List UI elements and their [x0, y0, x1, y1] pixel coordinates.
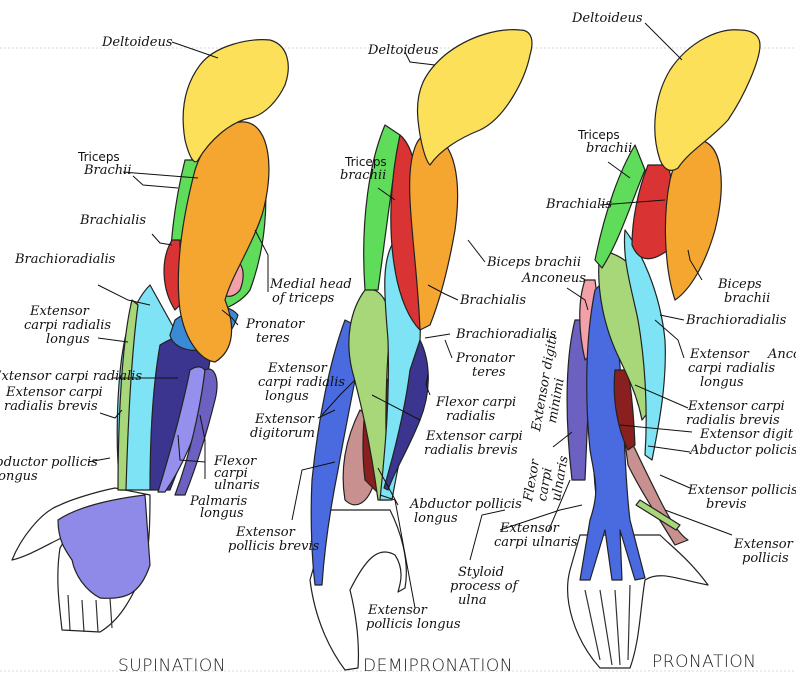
label-extensor-pollicis-3: Extensor: [734, 537, 793, 552]
label-styloid: Styloid: [458, 565, 504, 580]
arm-supination: [11, 39, 289, 633]
hand-demipronation: [309, 509, 407, 671]
label-extensor-pollicis-longus-1: Extensor: [368, 603, 427, 618]
label-brachioradialis-2: Brachioradialis: [456, 327, 557, 342]
label-flexor: Flexor: [214, 454, 257, 469]
label-longus-2: longus: [265, 389, 309, 404]
brachioradialis-pronation: [623, 229, 666, 461]
label-abductor-longus: longus: [0, 469, 38, 484]
label-pronator-2: Pronator: [456, 351, 515, 366]
label-deltoideus: Deltoideus: [102, 35, 173, 50]
label-ulnaris: ulnaris: [214, 478, 260, 493]
label-radialis-2: radialis: [446, 409, 496, 424]
label-brachioradialis: Brachioradialis: [15, 252, 116, 267]
deltoid-supination: [182, 39, 289, 163]
label-abductor-pollicis: Abductor pollicis: [0, 455, 98, 470]
biceps-pronation: [664, 139, 722, 301]
abductor-pronation: [621, 419, 689, 546]
label-process-of: process of: [450, 579, 518, 594]
label-carpi: carpi: [214, 466, 248, 481]
label-radialis-brevis-3: radialis brevis: [686, 413, 780, 428]
label-teres-2: teres: [472, 365, 506, 380]
label-extensor: Extensor: [30, 304, 89, 319]
label-radialis-brevis-2: radialis brevis: [424, 443, 518, 458]
extensor-brevis-pronation: [613, 369, 636, 451]
label-of-triceps: of triceps: [272, 291, 335, 306]
palmar-aponeurosis: [57, 494, 151, 599]
label-extensor-carpi: Extensor carpi: [6, 385, 103, 400]
label-brachialis-2: Brachialis: [460, 293, 527, 308]
label-pronator: Pronator: [246, 317, 305, 332]
view-title-pronation: PRONATION: [652, 652, 757, 672]
label-pollicis-3: pollicis: [742, 551, 789, 566]
label-abductor-pollicis-2: Abductor pollicis: [410, 497, 522, 512]
label-longus: longus: [46, 332, 90, 347]
extensor-digitorum-demipronation: [310, 319, 366, 586]
leader-lines: [87, 22, 733, 609]
label-extensor-carpi-ulnaris-1: Extensor: [500, 521, 559, 536]
label-triceps-3: Triceps: [578, 128, 620, 142]
label-brachii-3b: brachii: [724, 291, 771, 306]
deltoid-pronation: [654, 29, 761, 171]
label-abductor-policis: Abductor policis lo: [690, 443, 796, 458]
label-carpi-radialis-3: carpi radialis: [688, 361, 776, 376]
label-deltoideus-3: Deltoideus: [572, 11, 643, 26]
label-extensor-2: Extensor: [268, 361, 327, 376]
label-ulna: ulna: [458, 593, 487, 608]
label-extensor-digit: Extensor digit: [700, 427, 794, 442]
label-carpi-radialis-2: carpi radialis: [258, 375, 346, 390]
label-brachii-3: brachii: [586, 141, 633, 156]
extensor-pollicis-green-pronation: [635, 499, 681, 531]
label-brachii: Brachii: [84, 163, 132, 178]
label-palmaris: Palmaris: [190, 494, 248, 509]
label-brachioradialis-3: Brachioradialis: [686, 313, 787, 328]
triceps-pronation: [594, 144, 646, 269]
biceps-demipronation: [409, 134, 459, 331]
label-triceps-2: Triceps: [345, 155, 387, 169]
flexor-radialis-demipronation: [383, 339, 429, 491]
label-extensor-carpi-2: Extensor carpi: [426, 429, 523, 444]
label-extensor-pollicis-brevis-1: Extensor: [236, 525, 295, 540]
deltoid-demipronation: [416, 29, 533, 166]
label-biceps-3: Biceps: [718, 277, 762, 292]
label-brachialis: Brachialis: [80, 213, 147, 228]
label-brachii-2: brachii: [340, 168, 387, 183]
label-teres: teres: [256, 331, 290, 346]
green-strip-supination: [117, 299, 139, 491]
label-extensor-pollicis-brevis-2: pollicis brevis: [228, 539, 320, 554]
view-title-demipronation: DEMIPRONATION: [363, 656, 513, 676]
label-longus-3: longus: [700, 375, 744, 390]
label-radialis-brevis: radialis brevis: [4, 399, 98, 414]
label-extensor-pollicis-longus-2: pollicis longus: [366, 617, 461, 632]
label-brevis-3: brevis: [706, 497, 747, 512]
label-anconeus: Anconeus: [522, 271, 586, 286]
flexor-ulnaris-supination: [174, 368, 218, 496]
label-extensor-3: Extensor: [690, 347, 749, 362]
hand-pronation: [567, 534, 709, 669]
view-title-supination: SUPINATION: [118, 656, 227, 676]
label-ancon-truncated: Ancon: [768, 347, 796, 362]
label-extensor-pollicis-brevis-3: Extensor pollicis: [688, 483, 796, 498]
label-extensor-carpi-3: Extensor carpi: [688, 399, 785, 414]
label-abductor-longus-2: longus: [414, 511, 458, 526]
label-triceps: Triceps: [78, 150, 120, 164]
biceps-supination: [177, 121, 270, 363]
label-palmaris-longus: longus: [200, 506, 244, 521]
label-medial-head: Medial head: [270, 277, 352, 292]
label-extensor-digitorum-1: Extensor: [255, 412, 314, 427]
label-brachialis-3: Brachialis: [546, 197, 613, 212]
label-extensor-carpi-radialis: Extensor carpi radialis: [0, 369, 142, 384]
label-flexor-carpi-2: Flexor carpi: [436, 395, 517, 410]
label-carpi-radialis: carpi radialis: [24, 318, 112, 333]
label-extensor-carpi-ulnaris-2: carpi ulnaris: [494, 535, 578, 550]
label-extensor-digitorum-2: digitorum: [250, 426, 315, 441]
label-deltoideus-2: Deltoideus: [368, 43, 439, 58]
arm-pronation: [566, 29, 761, 669]
arm-demipronation: [309, 29, 533, 671]
label-biceps-brachii-2: Biceps brachii: [487, 255, 582, 270]
